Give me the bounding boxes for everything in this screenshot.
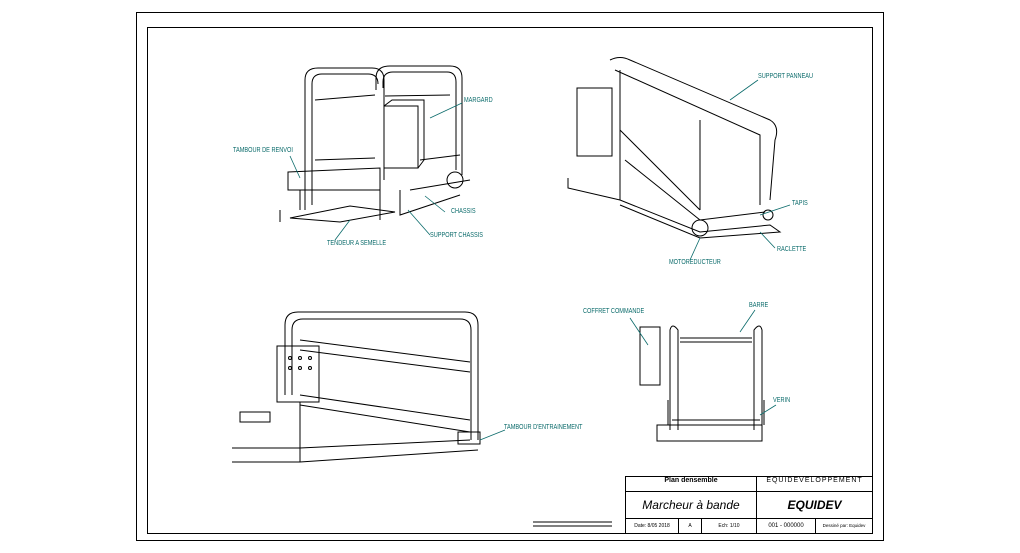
drawing-title: Marcheur à bande	[642, 498, 740, 512]
isometric-view-left	[279, 65, 471, 223]
isometric-view-right	[567, 57, 782, 239]
side-view	[232, 311, 481, 463]
revision: A	[688, 523, 692, 529]
brand: EQUIDEV	[787, 498, 842, 512]
label-verin: VERIN	[773, 397, 791, 404]
title-block: Plan densemble EQUIDEVELOPPEMENT Marcheu…	[625, 476, 873, 534]
company-name: EQUIDEVELOPPEMENT	[766, 477, 863, 484]
label-support-panneau: SUPPORT PANNEAU	[758, 73, 814, 80]
label-support-chassis: SUPPORT CHASSIS	[430, 232, 484, 239]
label-tendeur: TENDEUR A SEMELLE	[327, 240, 387, 247]
label-margard: MARGARD	[464, 97, 493, 104]
label-chassis: CHASSIS	[451, 208, 476, 215]
outer-border	[136, 12, 884, 541]
label-coffret: COFFRET COMMANDE	[583, 308, 645, 315]
label-tambour-entrainement: TAMBOUR D'ENTRAINEMENT	[504, 424, 583, 431]
drawn-by: Dessiné par: Equidev	[822, 523, 866, 528]
label-barre: BARRE	[749, 302, 769, 309]
inner-border	[147, 27, 873, 534]
label-tambour-renvoi: TAMBOUR DE RENVOI	[233, 147, 293, 154]
front-view	[639, 325, 765, 442]
drawing-number: 001 - 000000	[768, 523, 804, 529]
label-motoreducteur: MOTOREDUCTEUR	[669, 259, 721, 266]
label-tapis: TAPIS	[792, 200, 808, 207]
leader-lines	[289, 79, 791, 441]
date: Date: 8/05 2018	[634, 523, 670, 529]
scale: Ech: 1/10	[718, 523, 740, 529]
plan-type: Plan densemble	[664, 477, 718, 484]
label-raclette: RACLETTE	[777, 246, 807, 253]
